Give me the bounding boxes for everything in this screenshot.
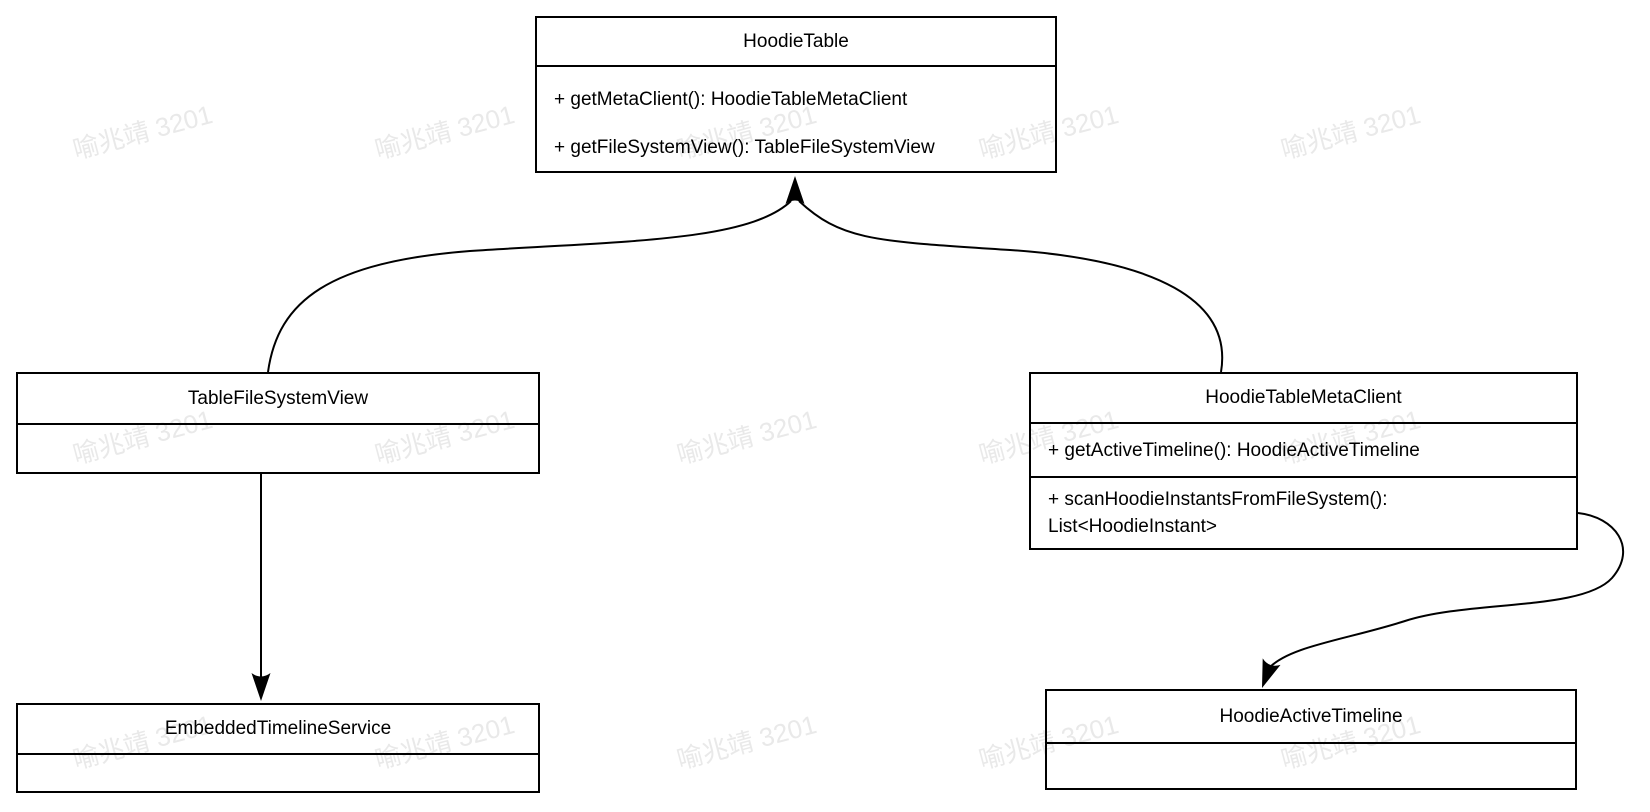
class-hoodietable-methods: + getMetaClient(): HoodieTableMetaClient…	[537, 67, 1055, 171]
class-embeddedtimelineservice-title: EmbeddedTimelineService	[18, 705, 538, 755]
edge-hoodietablemetaclient-to-hoodietable	[798, 200, 1224, 373]
class-hoodietablemetaclient-title: HoodieTableMetaClient	[1031, 374, 1576, 424]
class-hoodietablemetaclient: HoodieTableMetaClient + getActiveTimelin…	[1029, 372, 1578, 550]
class-hoodieactivetimeline-empty-compartment	[1047, 744, 1575, 788]
edge-tablefilesystemview-to-hoodietable	[267, 200, 792, 373]
class-hoodieactivetimeline: HoodieActiveTimeline	[1045, 689, 1577, 790]
class-hoodietable: HoodieTable + getMetaClient(): HoodieTab…	[535, 16, 1057, 173]
arrowhead-up-hoodietable-icon	[785, 176, 805, 204]
method-scanhoodieinstantsfromfilesystem: + scanHoodieInstantsFromFileSystem(): Li…	[1031, 476, 1576, 548]
class-tablefilesystemview: TableFileSystemView	[16, 372, 540, 474]
class-embeddedtimelineservice-empty-compartment	[18, 755, 538, 791]
class-hoodietable-title: HoodieTable	[537, 18, 1055, 67]
class-hoodieactivetimeline-title: HoodieActiveTimeline	[1047, 691, 1575, 744]
arrowhead-down-hoodieactivetimeline-icon	[1262, 658, 1281, 688]
arrowhead-down-embeddedtimelineservice-icon	[251, 673, 271, 701]
method-getfilesystemview: + getFileSystemView(): TableFileSystemVi…	[554, 136, 935, 158]
method-getactivetimeline: + getActiveTimeline(): HoodieActiveTimel…	[1048, 439, 1420, 461]
class-tablefilesystemview-title: TableFileSystemView	[18, 374, 538, 425]
method-getmetaclient: + getMetaClient(): HoodieTableMetaClient	[554, 88, 908, 110]
class-embeddedtimelineservice: EmbeddedTimelineService	[16, 703, 540, 793]
edge-hoodietablemetaclient-to-hoodieactivetimeline	[1268, 512, 1625, 669]
class-tablefilesystemview-empty-compartment	[18, 425, 538, 472]
